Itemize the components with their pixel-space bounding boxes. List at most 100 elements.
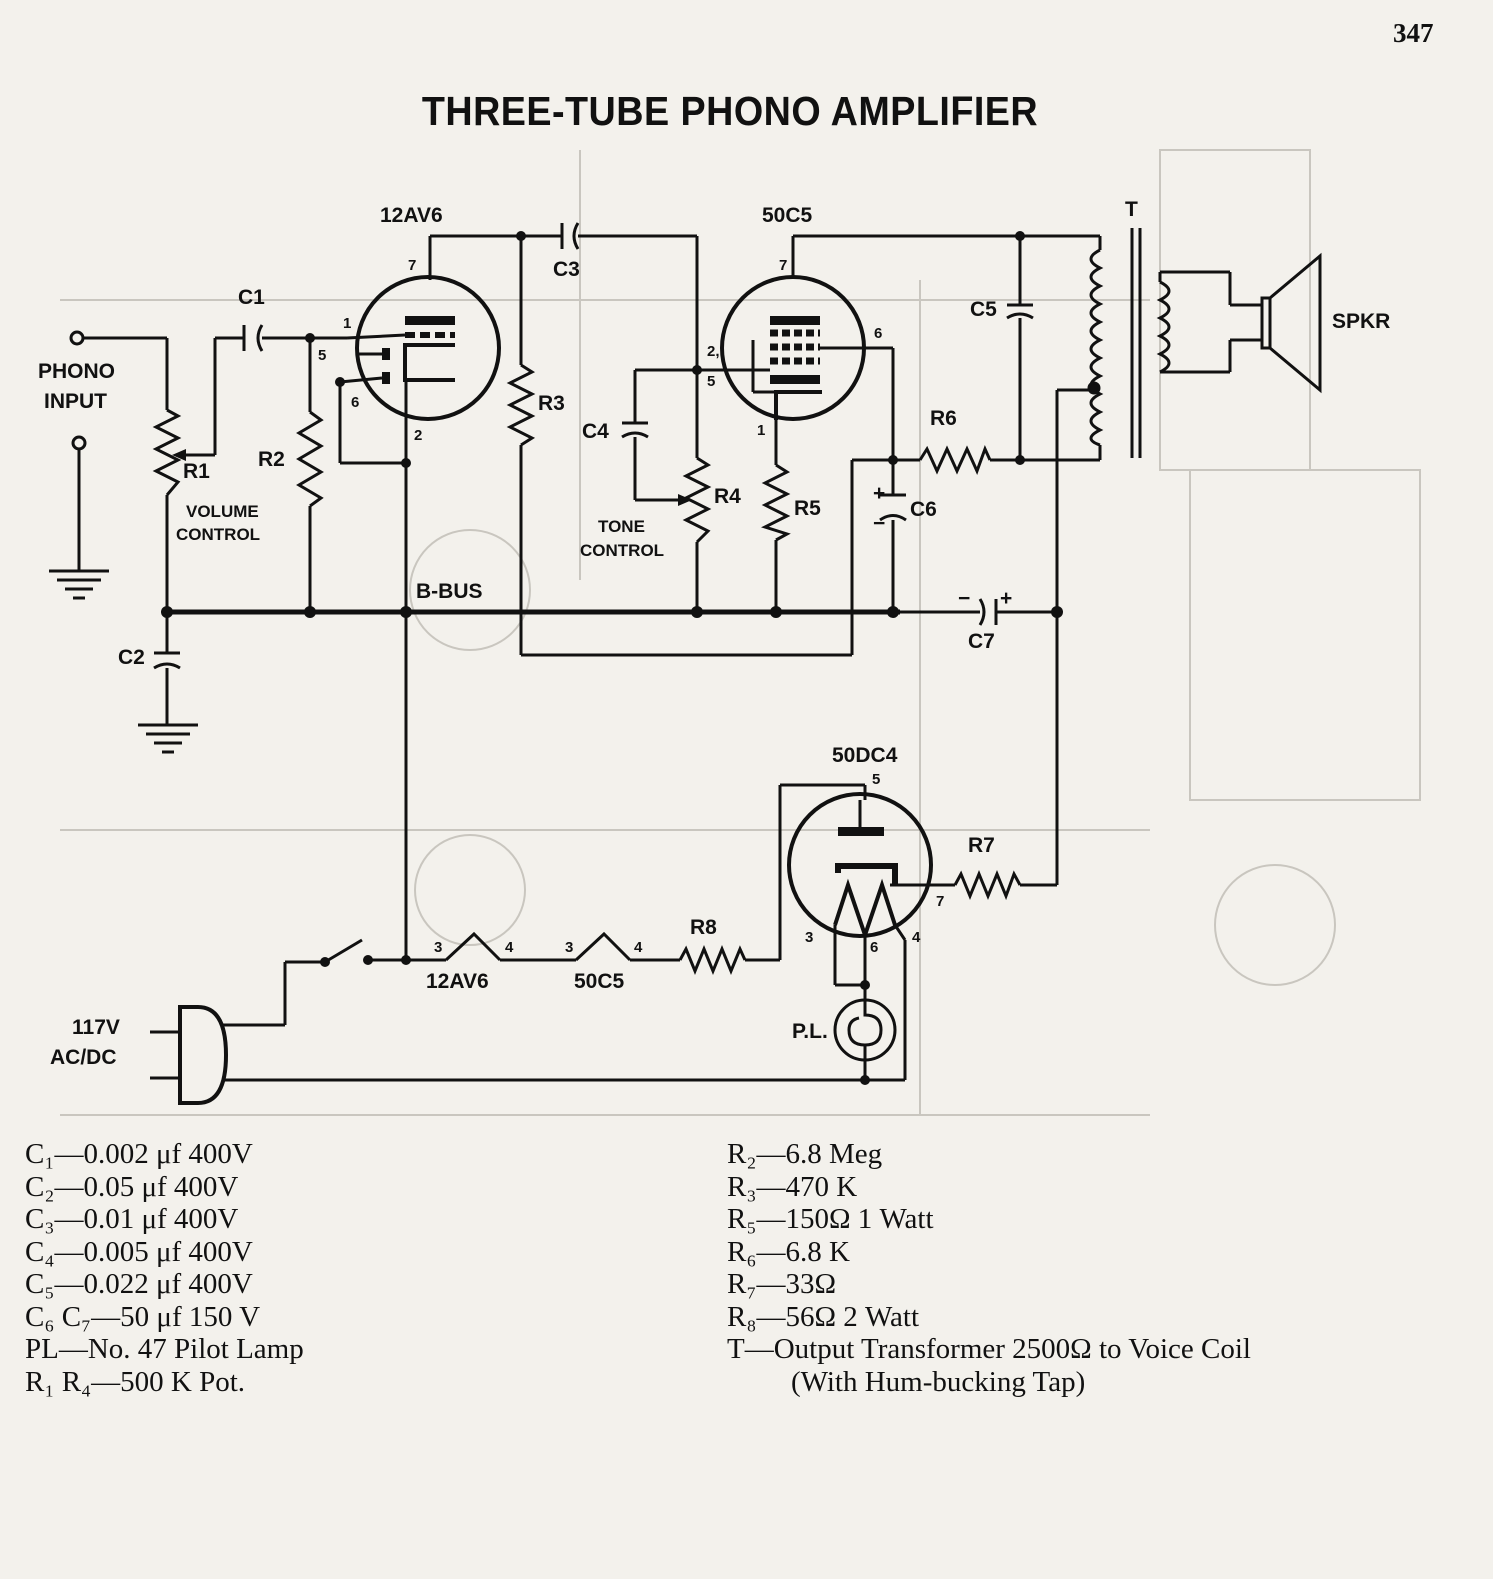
r6-label: R6: [930, 407, 957, 430]
mains-label-line1: 117V: [72, 1016, 120, 1039]
part-transformer-note: (With Hum-bucking Tap): [791, 1365, 1086, 1398]
parts-list-right: R₂—6.8 Meg R₃—470 K R₅—150Ω 1 Watt R₆—6.…: [727, 1138, 1251, 1398]
pin-heater-12av6-3: 3: [434, 939, 442, 956]
resistor-r1: [152, 408, 182, 496]
pin-heater-50c5-3: 3: [565, 939, 573, 956]
capacitor-c4: [621, 421, 649, 439]
tube-12av6-label: 12AV6: [380, 204, 443, 227]
parts-list-left: C₁—0.002 μf 400V C₂—0.05 μf 400V C₃—0.01…: [25, 1138, 304, 1398]
ground-symbol-input: [49, 569, 109, 600]
pin-50c5-1: 1: [757, 422, 765, 439]
c7-minus-sign: −: [958, 587, 970, 610]
part-c1: C₁—0.002 μf 400V: [25, 1138, 253, 1170]
pin-50c5-6: 6: [874, 325, 882, 342]
c1-label: C1: [238, 286, 265, 309]
part-c6-c7: C₆ C₇—50 μf 150 V: [25, 1300, 261, 1333]
c4-label: C4: [582, 420, 609, 443]
bleed-through: [60, 149, 1421, 1116]
pilot-lamp-label: P.L.: [792, 1020, 828, 1043]
tube-50dc4: [787, 792, 933, 942]
part-c4: C₄—0.005 μf 400V: [25, 1235, 253, 1268]
r7-label: R7: [968, 834, 995, 857]
mains-label-line2: AC/DC: [50, 1046, 117, 1069]
capacitor-c7: [978, 598, 998, 626]
pin-50dc4-5: 5: [872, 771, 880, 788]
part-r6: R₆—6.8 K: [727, 1235, 850, 1268]
resistor-r3: [506, 363, 536, 447]
page-title: THREE-TUBE PHONO AMPLIFIER: [421, 88, 1039, 134]
part-c2: C₂—0.05 μf 400V: [25, 1170, 239, 1203]
resistor-r2: [296, 410, 324, 508]
pin-50dc4-3: 3: [805, 929, 813, 946]
speaker-label: SPKR: [1332, 310, 1390, 333]
pin-50dc4-4: 4: [912, 929, 921, 946]
capacitor-c1: [242, 324, 264, 352]
page-number: 347: [1393, 18, 1434, 48]
ac-plug-icon: [178, 1005, 229, 1105]
capacitor-c6: [879, 493, 907, 522]
phono-input-label-line1: PHONO: [38, 360, 115, 383]
pin-12av6-7: 7: [408, 257, 416, 274]
part-r8: R₈—56Ω 2 Watt: [727, 1300, 920, 1333]
transformer-t-label: T: [1125, 198, 1138, 221]
b-bus-label: B-BUS: [416, 580, 483, 603]
resistor-r7: [953, 870, 1022, 901]
part-c3: C₃—0.01 μf 400V: [25, 1203, 239, 1235]
volume-control-label-line2: CONTROL: [176, 525, 260, 544]
heater-12av6-label: 12AV6: [426, 970, 489, 993]
phono-input-terminal-ground: [71, 435, 87, 451]
part-r3: R₃—470 K: [727, 1170, 858, 1203]
part-r1-r4: R₁ R₄—500 K Pot.: [25, 1365, 246, 1398]
pin-50dc4-6: 6: [870, 939, 878, 956]
pin-50c5-2: 2,: [707, 343, 720, 360]
c7-plus-sign: +: [1000, 587, 1012, 610]
r4-wiper-arrow: [678, 494, 692, 506]
part-r7: R₇—33Ω: [727, 1268, 837, 1300]
c3-label: C3: [553, 258, 580, 281]
tube-12av6: [339, 275, 501, 421]
pin-12av6-2: 2: [414, 427, 422, 444]
r5-label: R5: [794, 497, 821, 520]
tube-50c5: [720, 275, 871, 421]
resistor-r6: [918, 445, 992, 475]
schematic-diagram: + − − + 12AV6 50C5 50DC4 PHONO INPUT C1 …: [38, 149, 1421, 1116]
pin-12av6-5: 5: [318, 347, 326, 364]
r1-label: R1: [183, 460, 210, 483]
output-transformer: [1087, 228, 1232, 458]
pin-heater-50c5-4: 4: [634, 939, 643, 956]
pin-heater-12av6-4: 4: [505, 939, 514, 956]
phono-input-label-line2: INPUT: [44, 390, 107, 413]
part-c5: C₅—0.022 μf 400V: [25, 1268, 253, 1300]
pin-12av6-1: 1: [343, 315, 351, 332]
c6-label: C6: [910, 498, 937, 521]
pin-50c5-7: 7: [779, 257, 787, 274]
c2-label: C2: [118, 646, 145, 669]
tube-50c5-label: 50C5: [762, 204, 813, 227]
r2-label: R2: [258, 448, 285, 471]
pin-50c5-5: 5: [707, 373, 715, 390]
r3-label: R3: [538, 392, 565, 415]
tube-50dc4-label: 50DC4: [832, 744, 898, 767]
c7-label: C7: [968, 630, 995, 653]
volume-control-label-line1: VOLUME: [186, 502, 259, 521]
pin-50dc4-7: 7: [936, 893, 944, 910]
r8-label: R8: [690, 916, 717, 939]
capacitor-c2: [153, 651, 181, 670]
c5-label: C5: [970, 298, 997, 321]
part-transformer: T—Output Transformer 2500Ω to Voice Coil: [727, 1333, 1251, 1365]
c6-minus-sign: −: [873, 512, 885, 535]
part-pilot-lamp: PL—No. 47 Pilot Lamp: [25, 1333, 304, 1365]
resistor-r5: [761, 463, 791, 542]
capacitor-c3: [560, 222, 580, 250]
pilot-lamp-icon: [833, 998, 897, 1062]
power-switch-contact-a: [320, 957, 330, 967]
power-switch-contact-b: [363, 955, 373, 965]
speaker-icon: [1230, 252, 1322, 394]
wiring: [77, 234, 1102, 1082]
resistor-r8: [678, 945, 747, 975]
r4-label: R4: [714, 485, 741, 508]
capacitor-c5: [1006, 303, 1034, 320]
pin-12av6-6: 6: [351, 394, 359, 411]
part-r5: R₅—150Ω 1 Watt: [727, 1203, 934, 1235]
ground-symbol-c2: [138, 723, 198, 754]
